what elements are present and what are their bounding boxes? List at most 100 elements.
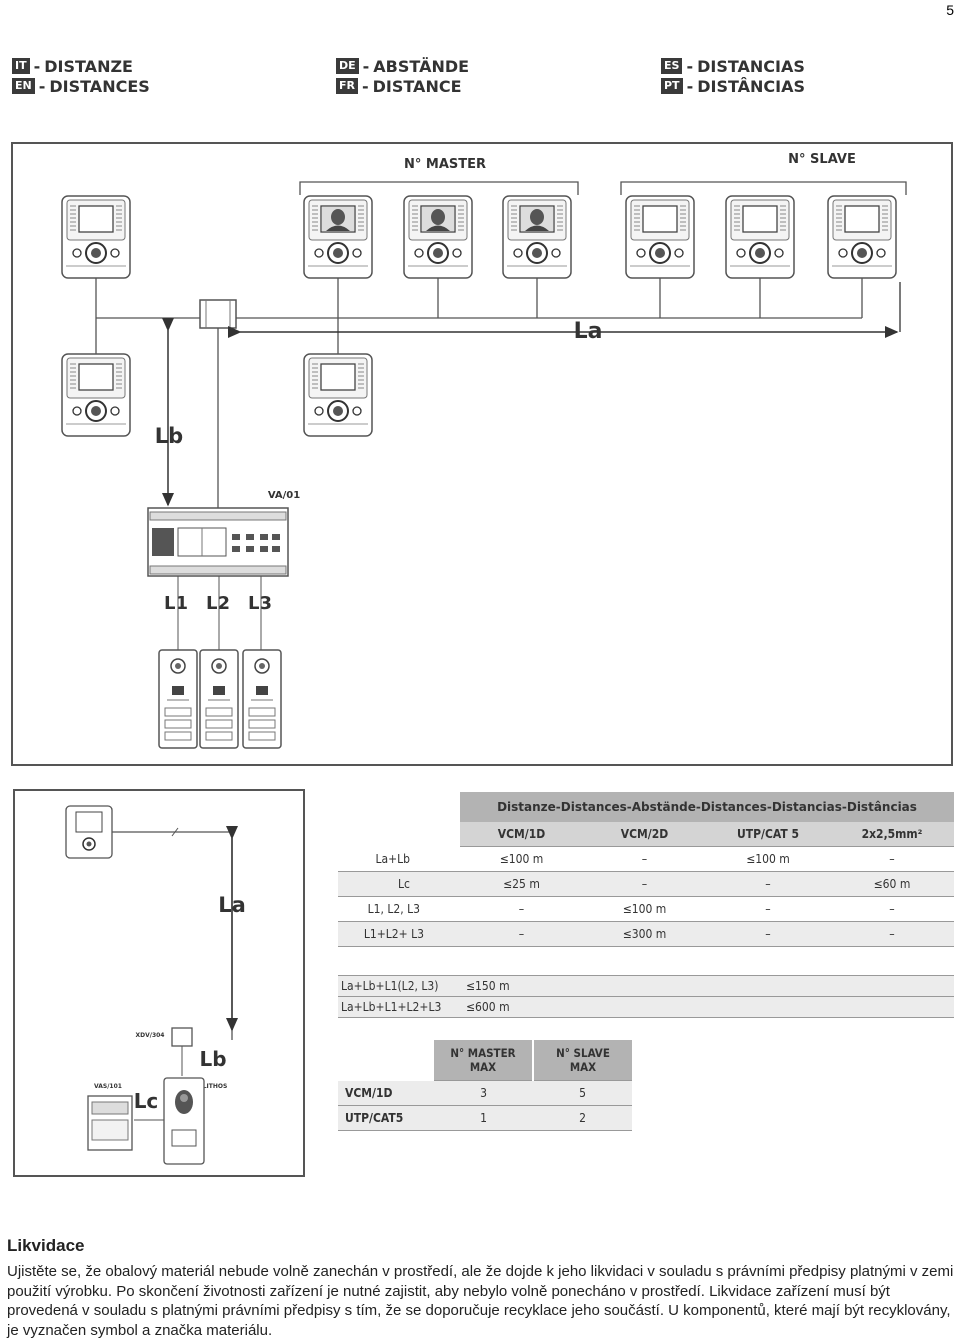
- table-cell: ≤60 m: [830, 871, 954, 897]
- small-lc-label: Lc: [134, 1089, 159, 1113]
- lang-label: DISTANZE: [44, 56, 133, 76]
- table-cell: –: [830, 896, 954, 922]
- table-cell: 1: [434, 1105, 533, 1131]
- table-row: Lc ≤25 m – – ≤60 m: [338, 871, 954, 897]
- small-c-label: LITHOS: [203, 1083, 228, 1090]
- column-header: N° SLAVE MAX: [533, 1040, 632, 1081]
- junction-box: [171, 1027, 193, 1047]
- table-cell: 5: [533, 1080, 632, 1106]
- lang-heading: PT-DISTÂNCIAS: [661, 76, 805, 96]
- lang-heading: ES-DISTANCIAS: [661, 56, 805, 76]
- lang-heading: FR-DISTANCE: [336, 76, 469, 96]
- table-cell: ≤150 m: [460, 975, 954, 997]
- disposal-title: Likvidace: [7, 1236, 85, 1255]
- table-cell: –: [460, 896, 583, 922]
- row-label: La+Lb: [338, 846, 460, 872]
- slave-monitor-icon: [625, 195, 695, 279]
- row-label: L1+L2+ L3: [338, 921, 460, 947]
- small-a-label: XDV/304: [136, 1032, 165, 1039]
- power-supply-label: VA/01: [268, 490, 300, 501]
- lang-label: DISTANCIAS: [697, 56, 805, 76]
- lb-label: Lb: [155, 424, 183, 448]
- row-label: UTP/CAT5: [338, 1105, 434, 1131]
- column-header: UTP/CAT 5: [706, 822, 830, 847]
- door-panel-icon: [242, 649, 282, 749]
- lang-label: DISTÂNCIAS: [697, 76, 806, 96]
- disposal-paragraph: Ujistěte se, že obalový materiál nebude …: [7, 1263, 954, 1339]
- page-number: 5: [946, 2, 954, 18]
- lang-group-es-pt: ES-DISTANCIAS PT-DISTÂNCIAS: [661, 56, 805, 96]
- table-cell: –: [830, 846, 954, 872]
- table-cell: –: [583, 871, 706, 897]
- master-monitor-icon: [503, 196, 571, 278]
- small-lb-label: Lb: [199, 1047, 226, 1071]
- lang-code: PT: [661, 78, 683, 94]
- lang-label: ABSTÄNDE: [373, 56, 470, 76]
- table-cell: ≤100 m: [583, 896, 706, 922]
- max-table: N° MASTER MAX N° SLAVE MAX VCM/1D 3 5 UT…: [338, 1040, 632, 1131]
- monitor-icon: [65, 805, 113, 859]
- table-cell: –: [583, 846, 706, 872]
- power-supply-icon: [87, 1095, 133, 1151]
- row-label: La+Lb+L1+L2+L3: [338, 996, 460, 1018]
- table-cell: –: [706, 896, 830, 922]
- monitor-icon: [61, 195, 131, 279]
- table-corner: [338, 822, 460, 847]
- lang-group-it-en: IT-DISTANZE EN-DISTANCES: [12, 56, 150, 96]
- table-cell: ≤25 m: [460, 871, 583, 897]
- small-b-label: VAS/101: [94, 1083, 122, 1090]
- lang-label: DISTANCES: [49, 76, 150, 96]
- table-cell: –: [830, 921, 954, 947]
- table-row: La+Lb+L1+L2+L3 ≤600 m: [338, 996, 954, 1018]
- lang-code: FR: [336, 78, 358, 94]
- table-row: L1+L2+ L3 – ≤300 m – –: [338, 921, 954, 947]
- lang-heading: IT-DISTANZE: [12, 56, 150, 76]
- table-row: VCM/1D 3 5: [338, 1080, 632, 1106]
- l1-label: L1: [164, 593, 188, 614]
- lang-label: DISTANCE: [372, 76, 462, 96]
- table-row: La+Lb ≤100 m – ≤100 m –: [338, 846, 954, 872]
- door-panel-icon: [199, 649, 239, 749]
- monitor-icon: [303, 353, 373, 437]
- table-corner: [338, 1040, 434, 1081]
- master-label: N° MASTER: [404, 157, 486, 172]
- row-label: L1, L2, L3: [338, 896, 460, 922]
- lang-code: DE: [336, 58, 359, 74]
- lang-code: EN: [12, 78, 35, 94]
- table-row: La+Lb+L1(L2, L3) ≤150 m: [338, 975, 954, 997]
- power-supply-icon: [147, 507, 289, 577]
- lang-code: ES: [661, 58, 683, 74]
- column-header: VCM/1D: [460, 822, 583, 847]
- l2-label: L2: [206, 593, 230, 614]
- table-cell: –: [706, 871, 830, 897]
- table-row: L1, L2, L3 – ≤100 m – –: [338, 896, 954, 922]
- lang-code: IT: [12, 58, 30, 74]
- distance-table-wrapper: Distanze-Distances-Abstände-Distances-Di…: [338, 792, 954, 947]
- junction-box: [199, 299, 237, 329]
- table-cell: 3: [434, 1080, 533, 1106]
- table-cell: ≤300 m: [583, 921, 706, 947]
- row-label: La+Lb+L1(L2, L3): [338, 975, 460, 997]
- table-cell: 2: [533, 1105, 632, 1131]
- sum-table: La+Lb+L1(L2, L3) ≤150 m La+Lb+L1+L2+L3 ≤…: [338, 975, 954, 1018]
- wiring-diagram: N° MASTER N° SLAVE La Lb VA/01: [11, 142, 953, 766]
- master-monitor-icon: [404, 196, 472, 278]
- master-monitor-icon: [304, 196, 372, 278]
- slave-monitor-icon: [827, 195, 897, 279]
- row-label: Lc: [338, 871, 460, 897]
- distance-table-title: Distanze-Distances-Abstände-Distances-Di…: [460, 792, 954, 822]
- table-row: UTP/CAT5 1 2: [338, 1105, 632, 1131]
- table-cell: –: [460, 921, 583, 947]
- column-header: N° MASTER MAX: [434, 1040, 534, 1081]
- distance-table: VCM/1D VCM/2D UTP/CAT 5 2x2,5mm² La+Lb ≤…: [338, 822, 954, 947]
- column-header: 2x2,5mm²: [830, 822, 954, 847]
- lang-heading: DE-ABSTÄNDE: [336, 56, 469, 76]
- slave-monitor-icon: [725, 195, 795, 279]
- row-label: VCM/1D: [338, 1080, 434, 1106]
- l3-label: L3: [248, 593, 272, 614]
- slave-label: N° SLAVE: [788, 152, 856, 167]
- door-panel-icon: [158, 649, 198, 749]
- column-header: VCM/2D: [583, 822, 706, 847]
- table-cell: ≤100 m: [460, 846, 583, 872]
- la-label: La: [574, 319, 603, 344]
